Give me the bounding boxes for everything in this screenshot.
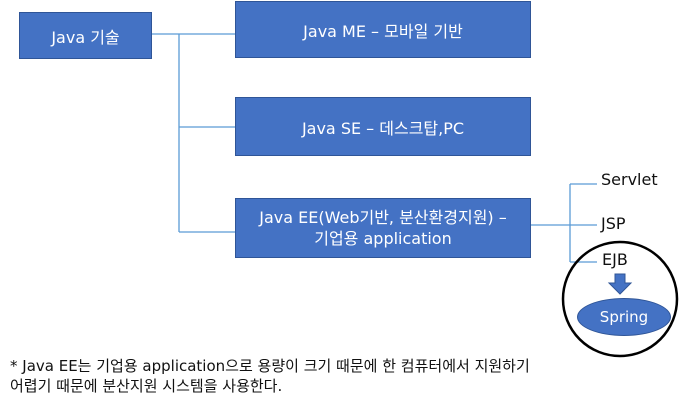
node-spring-label: Spring: [599, 308, 649, 326]
down-arrow-icon: [607, 273, 633, 295]
item-ejb: EJB: [602, 250, 628, 269]
node-spring: Spring: [577, 298, 671, 336]
footnote-line2: 어렵기 때문에 분산지원 시스템을 사용한다.: [10, 377, 283, 395]
node-java-ee: Java EE(Web기반, 분산환경지원) – 기업용 application: [235, 198, 531, 258]
node-java-ee-label-line2: 기업용 application: [314, 229, 452, 248]
node-java-tech: Java 기술: [19, 12, 152, 59]
footnote-line1: * Java EE는 기업용 application으로 용량이 크기 때문에 …: [10, 357, 530, 375]
footnote: * Java EE는 기업용 application으로 용량이 크기 때문에 …: [10, 356, 530, 396]
node-java-me-label: Java ME – 모바일 기반: [303, 21, 463, 41]
node-java-ee-label-line1: Java EE(Web기반, 분산환경지원) –: [259, 208, 507, 227]
highlight-circle: [561, 240, 679, 358]
item-jsp: JSP: [601, 214, 626, 233]
item-servlet: Servlet: [601, 170, 658, 189]
node-java-me: Java ME – 모바일 기반: [235, 1, 531, 58]
node-java-tech-label: Java 기술: [51, 27, 120, 47]
node-java-se: Java SE – 데스크탑,PC: [235, 97, 531, 156]
node-java-se-label: Java SE – 데스크탑,PC: [301, 118, 465, 138]
